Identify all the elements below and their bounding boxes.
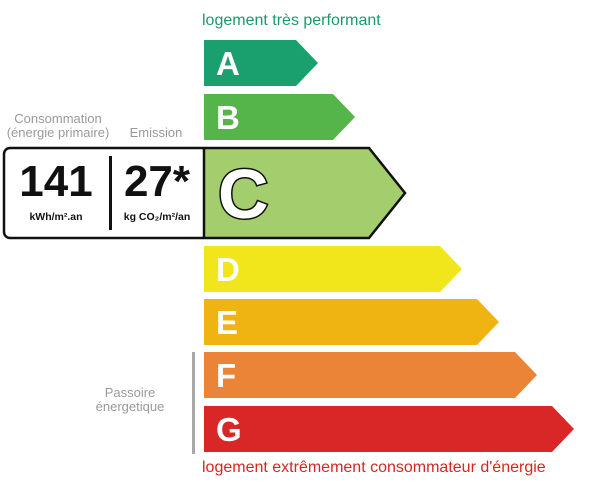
energy-letter-c: C	[218, 155, 269, 233]
passoire-label: Passoire énergetique	[80, 386, 180, 414]
consumption-value: 141	[19, 157, 93, 206]
energy-letter-f: F	[216, 357, 236, 394]
top-caption: logement très performant	[202, 12, 381, 29]
energy-bar-b	[204, 94, 355, 140]
value-divider	[109, 156, 112, 230]
energy-letter-e: E	[216, 304, 238, 341]
emission-unit: kg CO₂/m²/an	[123, 211, 191, 223]
consumption-unit: kWh/m².an	[29, 211, 83, 223]
emission-label: Emission	[129, 125, 183, 140]
energy-bar-g	[204, 406, 574, 452]
energy-bar-c	[202, 146, 407, 240]
energy-letter-a: A	[216, 45, 240, 82]
emission-value: 27*	[123, 157, 191, 206]
consumption-label-line1: Consommation	[14, 111, 102, 126]
consumption-label: Consommation (énergie primaire)	[0, 112, 116, 140]
consumption-label-line2: (énergie primaire)	[6, 125, 110, 140]
energy-letter-b: B	[216, 99, 240, 136]
passoire-label-line1: Passoire	[104, 385, 156, 400]
energy-bar-e	[204, 299, 499, 345]
bottom-caption: logement extrêmement consommateur d'éner…	[202, 459, 546, 476]
energy-bar-d	[204, 246, 462, 292]
energy-letter-d: D	[216, 251, 240, 288]
energy-bar-f	[204, 352, 537, 398]
passoire-bracket	[192, 352, 195, 454]
energy-letter-g: G	[216, 411, 242, 448]
energy-bar-a	[204, 40, 318, 86]
passoire-label-line2: énergetique	[95, 399, 165, 414]
